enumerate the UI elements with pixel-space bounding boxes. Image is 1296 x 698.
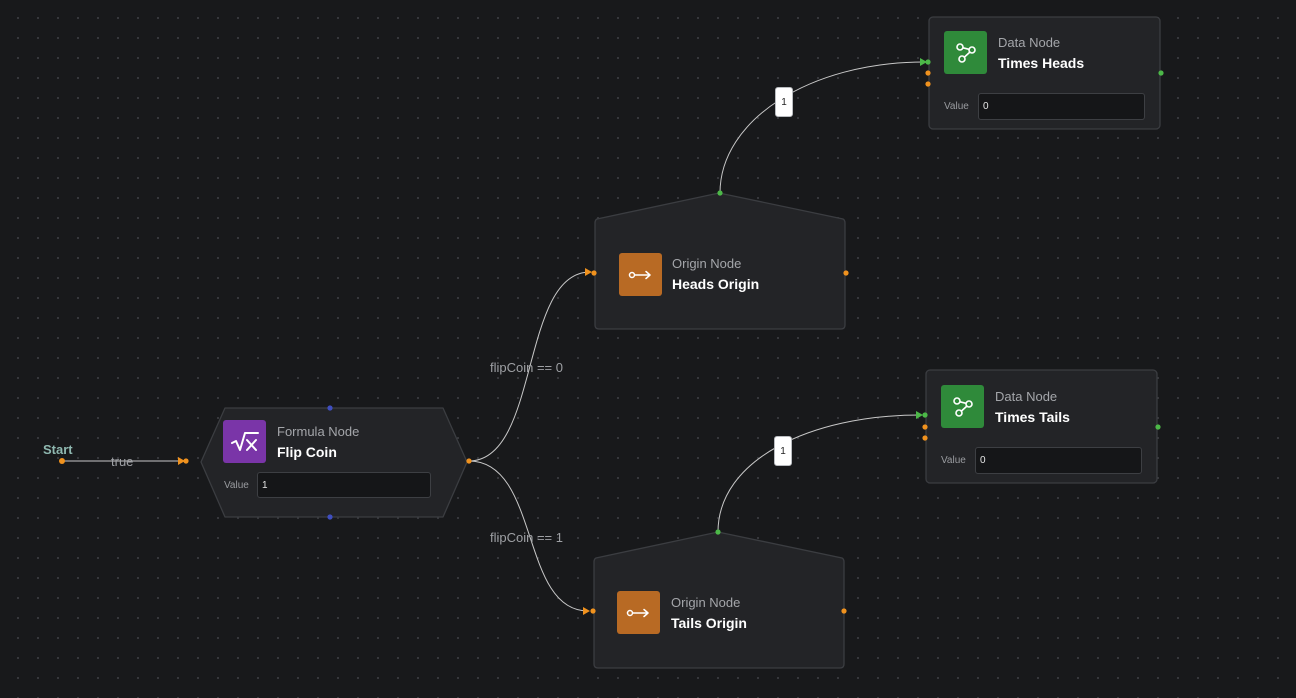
tails-origin-data-port[interactable] xyxy=(715,529,721,535)
flip-coin-top-port[interactable] xyxy=(327,405,333,411)
heads-origin-title-block: Origin Node Heads Origin xyxy=(672,256,759,292)
heads-origin-data-port[interactable] xyxy=(717,190,723,196)
times-heads-icon-box xyxy=(944,31,987,74)
flip-coin-output-port[interactable] xyxy=(466,458,472,464)
times-tails-value-label: Value xyxy=(941,455,966,466)
tails-origin-title-block: Origin Node Tails Origin xyxy=(671,595,747,631)
share-nodes-icon xyxy=(955,42,976,63)
origin-arrow-icon xyxy=(626,608,649,617)
tails-origin-output-port[interactable] xyxy=(841,608,847,614)
times-tails-flow-port-1[interactable] xyxy=(922,424,928,430)
arrow-into-heads-origin xyxy=(585,268,592,276)
formula-icon-box xyxy=(223,420,266,463)
times-heads-value-input[interactable] xyxy=(978,93,1145,120)
times-heads-flow-port-2[interactable] xyxy=(925,81,931,87)
times-heads-input-port[interactable] xyxy=(925,59,931,65)
times-heads-flow-port-1[interactable] xyxy=(925,70,931,76)
heads-origin-type: Origin Node xyxy=(672,256,742,271)
tails-origin-icon-box xyxy=(617,591,660,634)
flip-coin-title-block: Formula Node Flip Coin xyxy=(277,424,359,460)
flip-coin-input-port[interactable] xyxy=(183,458,189,464)
arrow-into-flip-coin xyxy=(178,457,185,465)
heads-origin-icon-box xyxy=(619,253,662,296)
times-tails-icon-box xyxy=(941,385,984,428)
heads-origin-name: Heads Origin xyxy=(672,276,760,292)
arrow-into-times-tails xyxy=(916,411,923,419)
flip-coin-value-label: Value xyxy=(224,480,249,491)
wire-flip-coin-to-tails-origin[interactable] xyxy=(468,460,589,612)
times-heads-title-block: Data Node Times Heads xyxy=(998,35,1084,71)
arrow-into-tails-origin xyxy=(583,607,590,615)
times-heads-output-port[interactable] xyxy=(1158,70,1164,76)
tails-origin-input-port[interactable] xyxy=(590,608,596,614)
tails-origin-type: Origin Node xyxy=(671,595,741,610)
times-tails-output-port[interactable] xyxy=(1155,424,1161,430)
heads-origin-input-port[interactable] xyxy=(591,270,597,276)
start-edge-label: true xyxy=(111,454,134,469)
arrow-into-times-heads xyxy=(920,58,927,66)
times-tails-title-block: Data Node Times Tails xyxy=(995,389,1070,425)
times-heads-type: Data Node xyxy=(998,35,1061,50)
flip-coin-bottom-port[interactable] xyxy=(327,514,333,520)
tails-condition-label[interactable]: flipCoin == 1 xyxy=(490,530,563,545)
wire-heads-origin-to-times-heads[interactable] xyxy=(719,61,925,194)
heads-increment-badge[interactable]: 1 xyxy=(775,87,793,117)
tails-increment-badge[interactable]: 1 xyxy=(774,436,792,466)
times-tails-flow-port-2[interactable] xyxy=(922,435,928,441)
flip-coin-type: Formula Node xyxy=(277,424,360,439)
times-tails-input-port[interactable] xyxy=(922,412,928,418)
times-tails-name: Times Tails xyxy=(995,409,1070,425)
start-port[interactable] xyxy=(59,458,65,464)
share-nodes-icon xyxy=(952,396,973,417)
times-heads-name: Times Heads xyxy=(998,55,1085,71)
times-tails-type: Data Node xyxy=(995,389,1058,404)
flip-coin-value-input[interactable] xyxy=(257,472,431,498)
heads-origin-output-port[interactable] xyxy=(843,270,849,276)
wire-flip-coin-to-heads-origin[interactable] xyxy=(468,271,591,462)
origin-arrow-icon xyxy=(628,270,651,279)
wire-tails-origin-to-times-tails[interactable] xyxy=(717,414,921,533)
tails-origin-node-body[interactable] xyxy=(593,531,845,669)
heads-condition-label[interactable]: flipCoin == 0 xyxy=(490,360,563,375)
times-heads-value-label: Value xyxy=(944,101,969,112)
sqrt-x-icon xyxy=(230,431,259,451)
tails-origin-name: Tails Origin xyxy=(671,615,747,631)
times-tails-value-input[interactable] xyxy=(975,447,1142,474)
flip-coin-name: Flip Coin xyxy=(277,444,337,460)
start-label: Start xyxy=(43,442,73,457)
